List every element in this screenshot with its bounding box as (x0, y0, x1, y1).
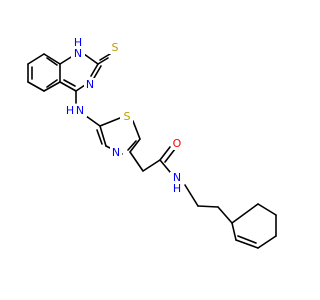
bond (27, 81, 45, 92)
bond (129, 138, 141, 153)
bond (127, 140, 137, 151)
bond (257, 235, 277, 249)
bond (83, 53, 99, 65)
bond (27, 53, 45, 65)
bond (132, 120, 141, 140)
bond (96, 129, 103, 145)
atom-label-n3: N (86, 78, 94, 91)
bond (184, 184, 199, 207)
bond (164, 148, 176, 163)
atom-labels: H N S N H N S N (65, 36, 184, 195)
atom-label-n-thiazole: N (112, 146, 120, 159)
bond (231, 222, 237, 241)
atom-label-s-thiazole: S (124, 110, 131, 123)
molecule-canvas: H N S N H N S N (27, 36, 277, 249)
bond (46, 79, 58, 88)
bond (97, 57, 109, 65)
atom-n3: N (84, 78, 96, 91)
bond (99, 125, 107, 147)
bond (46, 57, 58, 66)
atom-s-thione: S (109, 41, 121, 54)
atom-label-nh-amine-n: N (76, 104, 84, 117)
bond (129, 151, 144, 172)
atom-n1: H N (71, 36, 85, 60)
bond (75, 84, 86, 92)
bond (99, 53, 111, 61)
atom-label-nh-amine-h: H (66, 104, 74, 117)
atom-s-thiazole: S (120, 110, 133, 123)
atom-label-o-carbonyl: O (173, 137, 182, 150)
atom-label-s-thione: S (112, 41, 119, 54)
bond (217, 206, 233, 224)
atom-label-n-amide: N (173, 171, 181, 184)
atom-label-n-amide-h: H (173, 182, 181, 195)
atom-n-amide: N H (170, 171, 184, 195)
bond (85, 115, 101, 127)
atom-nh-amine: H N (65, 104, 87, 117)
bond (231, 203, 259, 224)
bond (59, 81, 77, 92)
bond (43, 53, 61, 65)
molecule-structure: H N S N H N S N (27, 36, 277, 249)
bond (99, 117, 121, 127)
atom-n-thiazole: N (110, 146, 122, 159)
bonds (27, 53, 277, 249)
bond (159, 146, 171, 161)
bond (43, 81, 61, 92)
atom-label-n1h: H (74, 36, 82, 49)
bond (90, 63, 99, 77)
bond (93, 65, 102, 79)
bond (197, 205, 219, 208)
atom-label-n1: N (74, 47, 82, 60)
bond (142, 159, 161, 172)
bond (237, 235, 257, 244)
bond (257, 203, 277, 216)
bond (159, 159, 171, 173)
atom-o-carbonyl: O (171, 137, 183, 150)
bond (235, 239, 259, 249)
bond (63, 79, 76, 87)
